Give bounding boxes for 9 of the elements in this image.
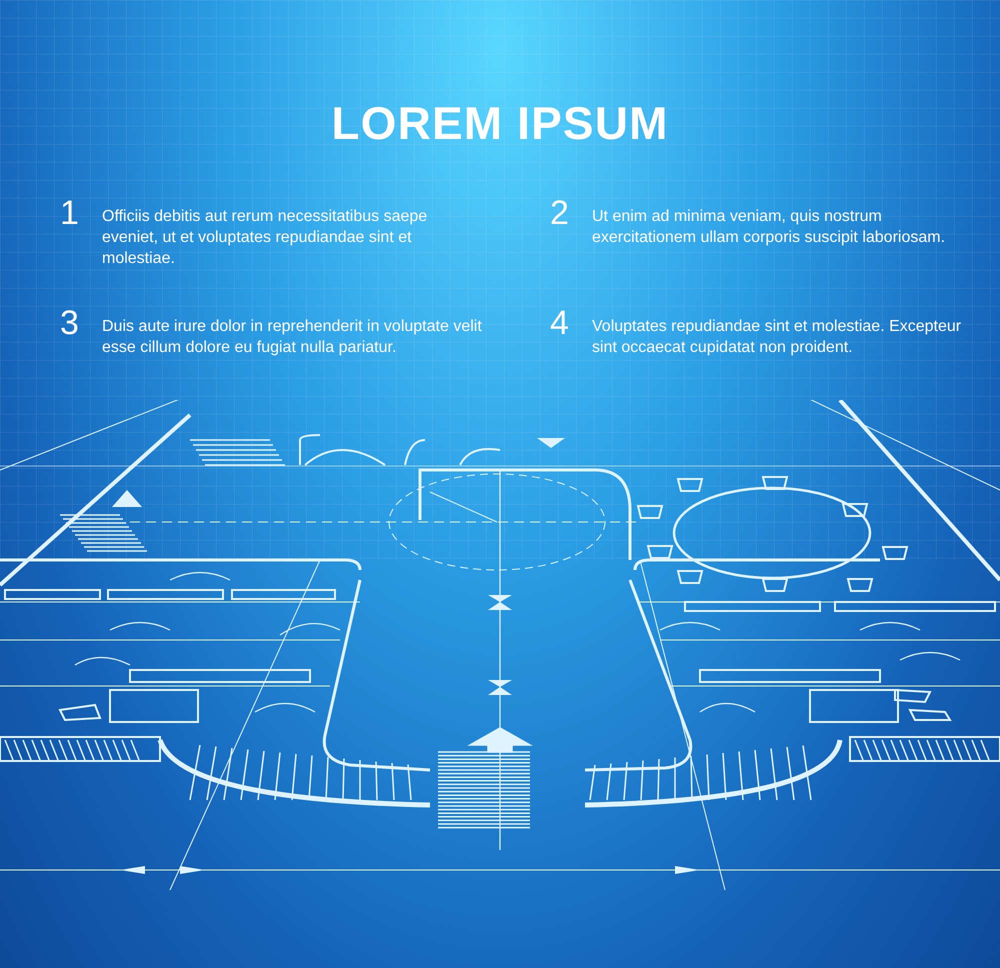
paragraph: Voluptates repudiandae sint et molestiae. Excepteur sint occaecat cupidatat non proident. [592,317,962,358]
item-number: 2 [550,196,570,234]
item-number: 4 [550,306,570,344]
paragraph: Officiis debitis aut rerum necessitatibus saepe eveniet, ut et voluptates repudiandae sint et molestiae. [102,207,428,269]
item-number: 3 [60,306,80,344]
title: LOREM IPSUM [331,100,669,146]
paragraph: Duis aute irure dolor in reprehenderit in voluptate velit esse cillum dolore eu fugiat nulla pariatur. [102,317,482,358]
paragraph: Ut enim ad minima veniam, quis nostrum exercitationem ullam corporis suscipit laboriosam. [592,207,946,248]
item-number: 1 [60,196,80,234]
